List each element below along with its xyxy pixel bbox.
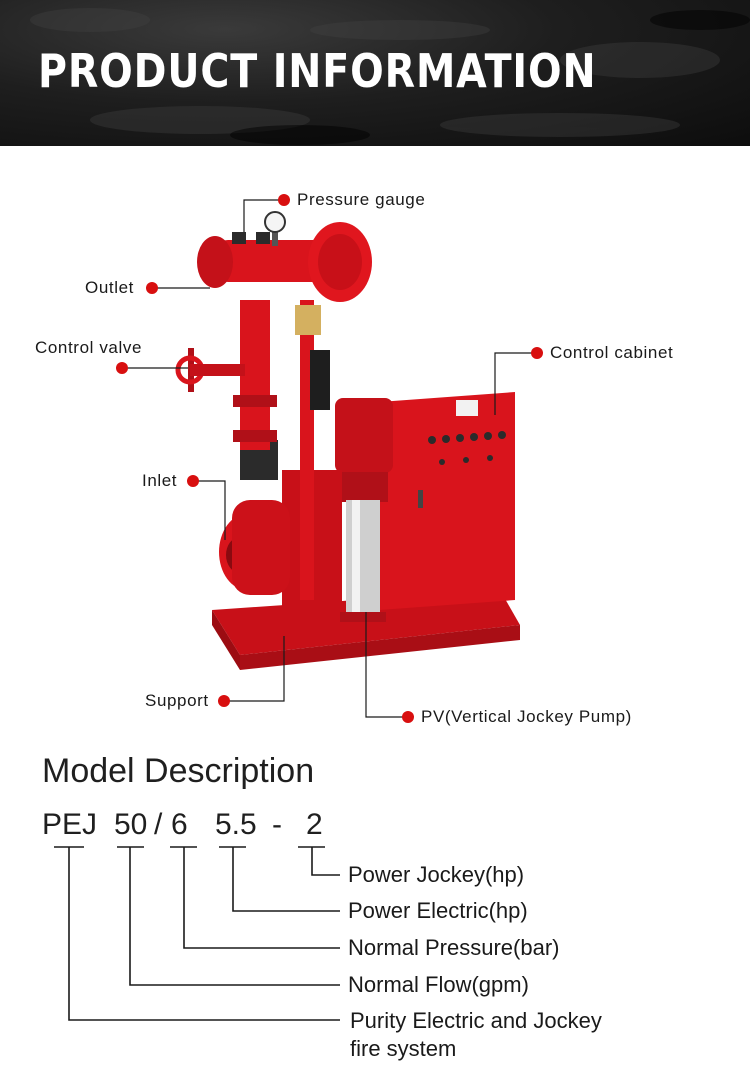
callout-inlet: Inlet (142, 471, 178, 490)
code-series: PEJ (42, 808, 98, 841)
product-diagram (116, 194, 543, 723)
control-valve-illustration (175, 348, 245, 392)
callout-lines (122, 199, 537, 718)
callout-control-cabinet: Control cabinet (550, 343, 674, 362)
desc-power-electric: Power Electric(hp) (348, 898, 528, 923)
main-pump-illustration (219, 440, 342, 610)
desc-normal-flow: Normal Flow(gpm) (348, 972, 529, 997)
callout-pv: PV(Vertical Jockey Pump) (421, 707, 632, 726)
pressure-gauge-dot (278, 194, 290, 206)
code-slash: / (154, 808, 163, 841)
rock-texture (30, 8, 750, 145)
page-title: PRODUCT INFORMATION (38, 44, 597, 98)
jockey-pump-illustration (335, 398, 393, 622)
desc-power-jockey: Power Jockey(hp) (348, 862, 525, 887)
outlet-manifold-illustration (197, 222, 372, 335)
model-description-heading: Model Description (42, 752, 315, 790)
desc-series-line2: fire system (350, 1036, 457, 1061)
code-jockey: 2 (306, 808, 323, 841)
callout-pressure-gauge: Pressure gauge (297, 190, 426, 209)
callout-outlet: Outlet (85, 278, 134, 297)
desc-normal-pressure: Normal Pressure(bar) (348, 935, 560, 960)
control-valve-dot (116, 362, 128, 374)
code-flow: 50 (114, 808, 148, 841)
callout-dots (116, 194, 543, 723)
pv-dot (402, 711, 414, 723)
outlet-dot (146, 282, 158, 294)
control-cabinet-dot (531, 347, 543, 359)
callout-control-valve: Control valve (35, 338, 143, 357)
callout-support: Support (145, 691, 209, 710)
desc-series-line1: Purity Electric and Jockey (350, 1008, 602, 1033)
support-dot (218, 695, 230, 707)
header-banner: PRODUCT INFORMATION (0, 0, 750, 146)
code-power: 5.5 (215, 808, 257, 841)
code-dash: - (272, 808, 282, 841)
inlet-dot (187, 475, 199, 487)
code-pressure: 6 (171, 808, 188, 841)
pressure-gauge-illustration (232, 211, 286, 246)
